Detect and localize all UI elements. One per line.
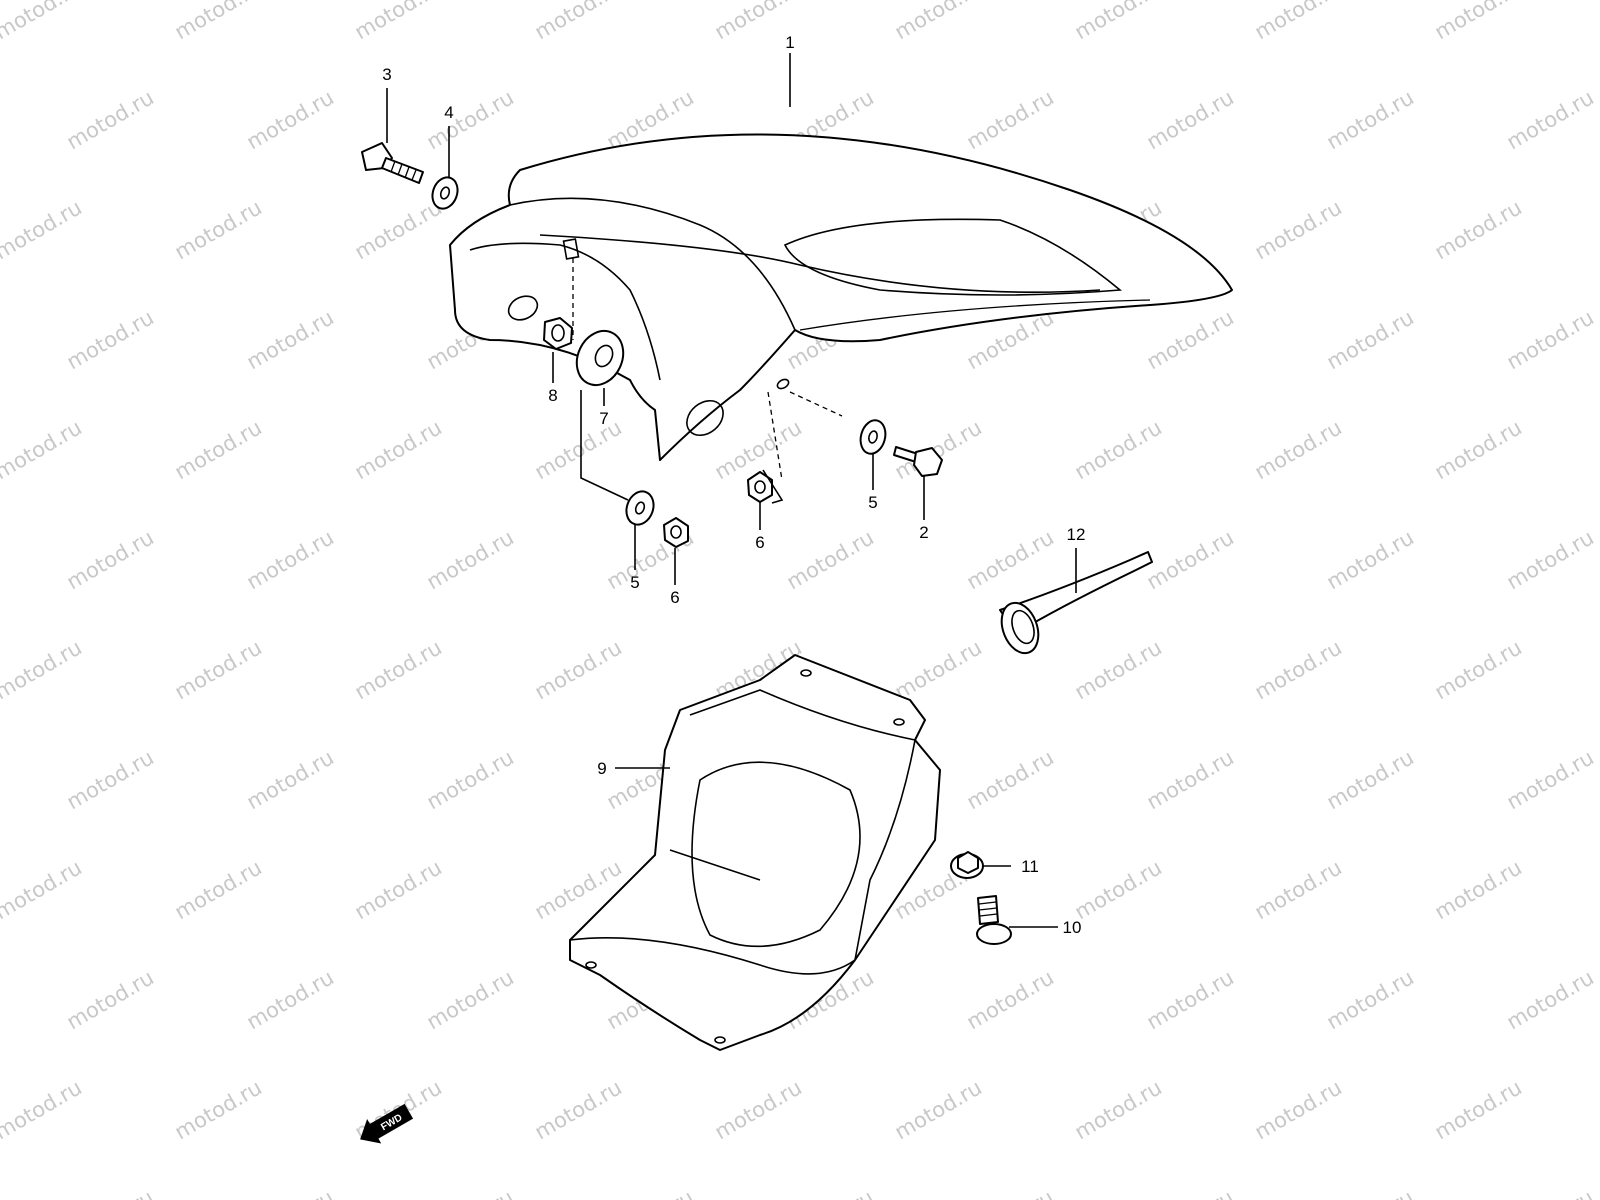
- under-cover-9: [569, 654, 941, 1051]
- fwd-marker: FWD: [360, 1103, 414, 1144]
- callout-4: 4: [444, 103, 453, 122]
- callout-6-left: 6: [670, 588, 679, 607]
- nut-11: [950, 851, 984, 879]
- callout-5-right: 5: [868, 493, 877, 512]
- callout-7: 7: [599, 409, 608, 428]
- grommet-7: [575, 329, 625, 387]
- callout-8: 8: [548, 386, 557, 405]
- bolt-10: [976, 895, 1012, 945]
- callout-3: 3: [382, 65, 391, 84]
- rear-fender: [449, 133, 1233, 461]
- callout-11: 11: [1021, 857, 1039, 876]
- callouts: 1 2 3 4 5 5 6 6 7 8 9 10 11 12: [382, 33, 1085, 937]
- washer-4: [431, 176, 459, 210]
- nut-6-center: [747, 471, 773, 503]
- callout-12: 12: [1067, 525, 1086, 544]
- bolt-3: [361, 142, 424, 184]
- washer-5-left: [625, 490, 655, 526]
- callout-10: 10: [1063, 918, 1082, 937]
- fwd-arrow-icon: [360, 1103, 414, 1144]
- strap-12: [999, 551, 1153, 655]
- callout-9: 9: [597, 759, 606, 778]
- leader-lines: [386, 53, 1077, 928]
- callout-5-left: 5: [630, 573, 639, 592]
- callout-1: 1: [785, 33, 794, 52]
- callout-2: 2: [919, 523, 928, 542]
- washer-5-right: [859, 419, 887, 455]
- callout-6-center: 6: [755, 533, 764, 552]
- bolt-2: [893, 446, 943, 477]
- nut-8: [543, 317, 573, 350]
- nut-6-left: [663, 517, 689, 548]
